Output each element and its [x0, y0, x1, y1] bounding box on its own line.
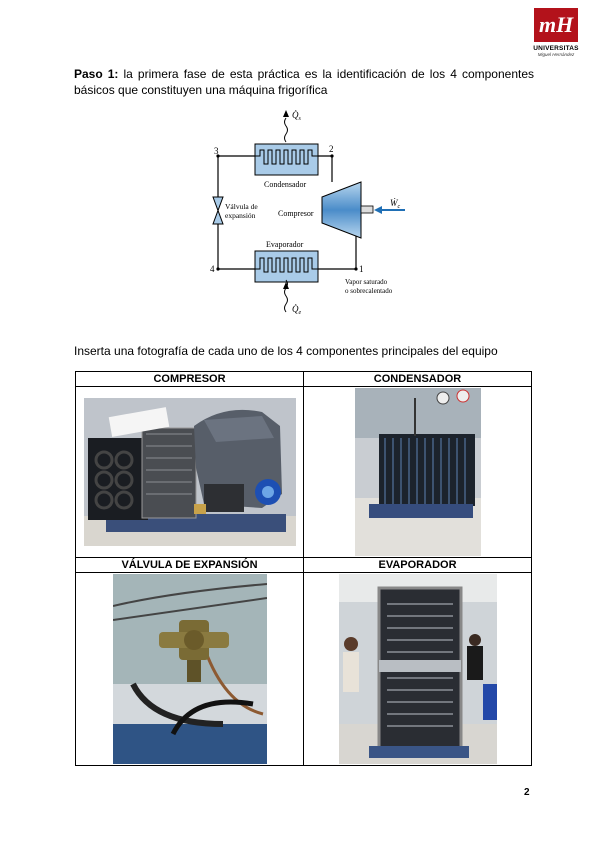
- expansion-valve-photo: [112, 574, 267, 764]
- header-condensador: CONDENSADOR: [303, 371, 532, 387]
- expansion-valve-symbol: [212, 196, 224, 225]
- condenser-box: [254, 143, 319, 176]
- logo-mark-text: mH: [539, 12, 574, 37]
- heat-out-label: Q̇s: [292, 110, 302, 122]
- heat-in-arrow: [283, 279, 289, 313]
- vapor-label-line1: Vapor saturado: [345, 278, 388, 286]
- header-valvula: VÁLVULA DE EXPANSIÓN: [75, 557, 304, 573]
- header-evaporador: EVAPORADOR: [303, 557, 532, 573]
- heat-in-label: Q̇e: [292, 304, 302, 316]
- work-label: Ẇc: [390, 198, 401, 210]
- university-logo: mH UNIVERSITAS Miguel Hernández: [532, 8, 580, 70]
- node-1-label: 1: [359, 264, 364, 274]
- valve-label-line2: expansión: [225, 211, 256, 220]
- instruction-text: Inserta una fotografía de cada uno de lo…: [74, 344, 498, 358]
- refrigeration-cycle-diagram: Q̇s Q̇e Ẇc 3 2 4 1 Condensador Evaporado…: [200, 106, 410, 318]
- evaporator-photo: [338, 574, 497, 764]
- evaporator-label: Evaporador: [266, 240, 304, 249]
- logo-name: UNIVERSITAS: [533, 45, 579, 52]
- compressor-symbol: [321, 181, 374, 239]
- node-dots: [216, 154, 358, 271]
- logo-mark: mH: [534, 8, 578, 42]
- heat-out-arrow: [283, 110, 289, 143]
- logo-subtitle: Miguel Hernández: [537, 52, 575, 57]
- components-table: COMPRESOR CONDENSADOR: [75, 371, 532, 766]
- header-compresor: COMPRESOR: [75, 371, 304, 387]
- work-arrow: [374, 206, 405, 214]
- intro-text: la primera fase de esta práctica es la i…: [74, 67, 534, 97]
- intro-paragraph: Paso 1: la primera fase de esta práctica…: [74, 66, 534, 98]
- condenser-photo-cell: [303, 386, 532, 558]
- compressor-label: Compresor: [278, 209, 314, 218]
- compressor-photo: [83, 398, 296, 546]
- page-number: 2: [524, 787, 530, 798]
- node-2-label: 2: [329, 144, 334, 154]
- node-3-label: 3: [214, 146, 219, 156]
- vapor-label-line2: o sobrecalentado: [345, 287, 393, 295]
- condenser-photo: [354, 388, 481, 556]
- step-label: Paso 1:: [74, 67, 119, 81]
- evaporator-box: [254, 250, 319, 283]
- condenser-label: Condensador: [264, 180, 307, 189]
- valve-label-line1: Válvula de: [225, 202, 258, 211]
- valve-photo-cell: [75, 572, 304, 766]
- compressor-photo-cell: [75, 386, 304, 558]
- evaporator-photo-cell: [303, 572, 532, 766]
- node-4-label: 4: [210, 264, 215, 274]
